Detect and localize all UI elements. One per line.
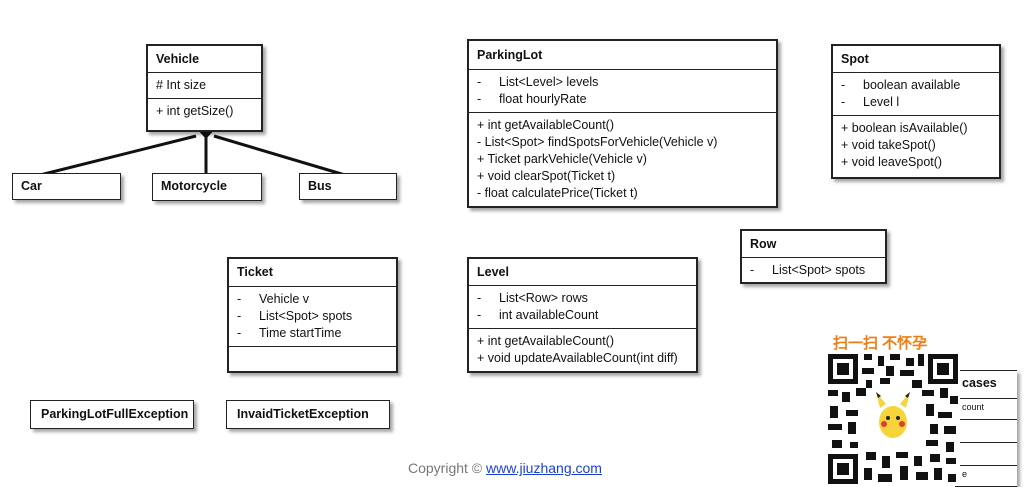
- ticket-class: Ticket -Vehicle v -List<Spot> spots -Tim…: [227, 257, 398, 373]
- vehicle-methods: + int getSize(): [148, 98, 261, 124]
- parkinglot-method: + int getAvailableCount(): [477, 118, 615, 132]
- bus-inheritance-line: [213, 134, 346, 177]
- parkinglot-method: - List<Spot> findSpotsForVehicle(Vehicle…: [477, 135, 718, 149]
- copyright-text: Copyright ©: [408, 460, 483, 476]
- level-title: Level: [477, 265, 509, 279]
- spot-method: + boolean isAvailable(): [841, 121, 968, 135]
- spot-method: + void leaveSpot(): [841, 155, 943, 169]
- invalid-ticket-exception: InvaidTicketException: [226, 400, 390, 429]
- bus-class: Bus: [299, 173, 397, 200]
- partial-box-line: count: [956, 399, 1017, 420]
- ticket-attr: -Vehicle v: [237, 292, 310, 306]
- parkinglot-method: + Ticket parkVehicle(Vehicle v): [477, 152, 647, 166]
- motorcycle-class: Motorcycle: [152, 173, 262, 201]
- level-methods: + int getAvailableCount() + void updateA…: [469, 328, 696, 371]
- level-attr-text: int availableCount: [499, 308, 599, 322]
- spot-methods: + boolean isAvailable() + void takeSpot(…: [833, 115, 999, 175]
- ticket-attr: -Time startTime: [237, 326, 342, 340]
- level-class: Level -List<Row> rows -int availableCoun…: [467, 257, 698, 373]
- ticket-attr: -List<Spot> spots: [237, 309, 353, 323]
- level-attr: -List<Row> rows: [477, 291, 588, 305]
- motorcycle-title: Motorcycle: [161, 179, 227, 193]
- partial-box-title: cases: [956, 371, 1017, 399]
- copyright-footer: Copyright © www.jiuzhang.com: [408, 460, 602, 476]
- level-method: + int getAvailableCount(): [477, 334, 615, 348]
- exception-label: ParkingLotFullException: [41, 407, 189, 421]
- spot-attr: -Level l: [841, 95, 900, 109]
- parkinglot-method: - float calculatePrice(Ticket t): [477, 186, 638, 200]
- bus-title: Bus: [308, 179, 332, 193]
- partial-box-line: e: [962, 469, 968, 479]
- partial-box-row: [956, 420, 1017, 443]
- car-class: Car: [12, 173, 121, 200]
- vehicle-class: Vehicle # Int size + int getSize(): [146, 44, 263, 132]
- spot-title: Spot: [841, 52, 869, 66]
- parkinglot-methods: + int getAvailableCount() - List<Spot> f…: [469, 112, 776, 206]
- parkinglot-attr: -float hourlyRate: [477, 92, 587, 106]
- level-method: + void updateAvailableCount(int diff): [477, 351, 678, 365]
- row-class: Row -List<Spot> spots: [740, 229, 887, 284]
- vehicle-method: + int getSize(): [156, 104, 234, 118]
- partial-box-row: [956, 443, 1017, 466]
- spot-attr-text: boolean available: [863, 78, 961, 92]
- row-attr-text: List<Spot> spots: [772, 263, 866, 277]
- level-attr-text: List<Row> rows: [499, 291, 588, 305]
- parkinglot-method: + void clearSpot(Ticket t): [477, 169, 616, 183]
- jiuzhang-link[interactable]: www.jiuzhang.com: [486, 460, 602, 476]
- parkinglot-full-exception: ParkingLotFullException: [30, 400, 194, 429]
- car-title: Car: [21, 179, 42, 193]
- ticket-attr-text: Vehicle v: [259, 292, 310, 306]
- ticket-attributes: -Vehicle v -List<Spot> spots -Time start…: [229, 286, 396, 346]
- exception-label: InvaidTicketException: [237, 407, 369, 421]
- car-inheritance-line: [39, 134, 197, 177]
- vehicle-attr: # Int size: [156, 78, 207, 92]
- partial-class-box: cases count e: [955, 370, 1017, 487]
- vehicle-title: Vehicle: [156, 52, 200, 66]
- ticket-methods: [229, 346, 396, 373]
- spot-method: + void takeSpot(): [841, 138, 936, 152]
- spot-attributes: -boolean available -Level l: [833, 72, 999, 115]
- parkinglot-title: ParkingLot: [477, 48, 543, 62]
- row-title: Row: [750, 237, 777, 251]
- vehicle-attributes: # Int size: [148, 72, 261, 98]
- level-attr: -int availableCount: [477, 308, 599, 322]
- ticket-attr-text: List<Spot> spots: [259, 309, 353, 323]
- spot-attr-text: Level l: [863, 95, 900, 109]
- parkinglot-class: ParkingLot -List<Level> levels -float ho…: [467, 39, 778, 208]
- qr-caption: 扫一扫 不怀孕: [833, 335, 928, 352]
- ticket-attr-text: Time startTime: [259, 326, 342, 340]
- spot-class: Spot -boolean available -Level l + boole…: [831, 44, 1001, 179]
- parkinglot-attr-text: List<Level> levels: [499, 75, 599, 89]
- level-attributes: -List<Row> rows -int availableCount: [469, 285, 696, 328]
- row-attr: -List<Spot> spots: [750, 263, 866, 277]
- parkinglot-attr: -List<Level> levels: [477, 75, 599, 89]
- parkinglot-attr-text: float hourlyRate: [499, 92, 587, 106]
- row-attributes: -List<Spot> spots: [742, 257, 885, 283]
- parkinglot-attributes: -List<Level> levels -float hourlyRate: [469, 69, 776, 112]
- qr-code-icon: [826, 352, 960, 486]
- spot-attr: -boolean available: [841, 78, 961, 92]
- ticket-title: Ticket: [237, 265, 273, 279]
